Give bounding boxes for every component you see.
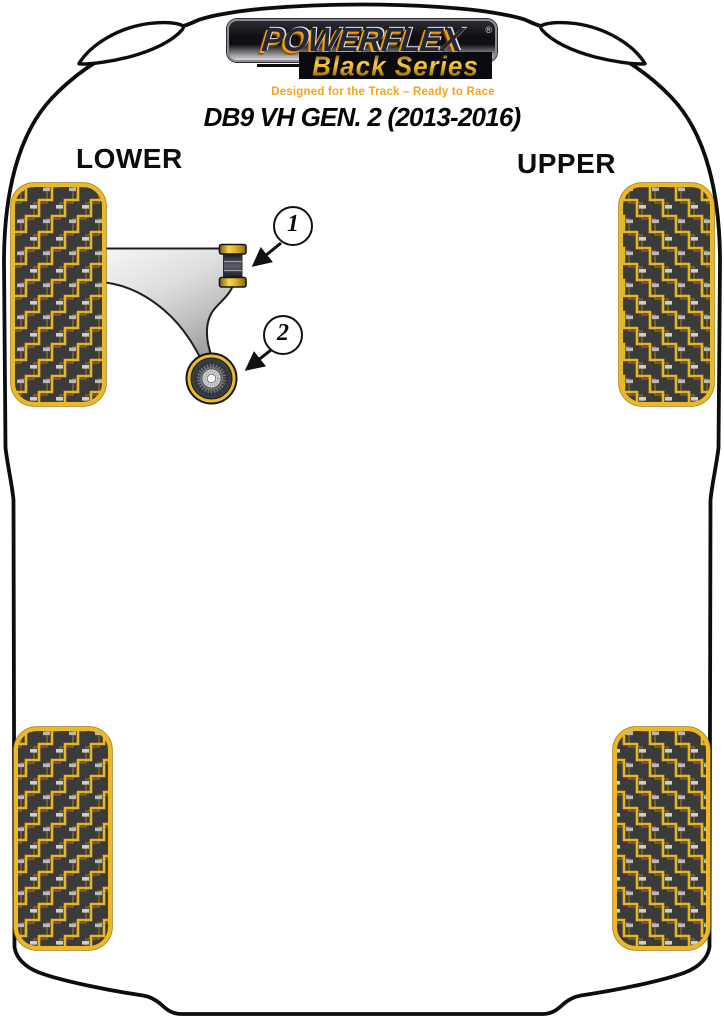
callout-1: 1 xyxy=(273,206,313,246)
brand-tagline: Designed for the Track – Ready to Race xyxy=(271,86,495,98)
bushing-1-illustration xyxy=(218,243,247,288)
callout-2-number: 2 xyxy=(277,320,289,346)
tire-rear-right xyxy=(612,726,711,951)
bushing-2-illustration xyxy=(185,352,238,405)
tire-rear-left xyxy=(13,726,113,951)
a-pillar-curve-left xyxy=(77,20,185,66)
tire-front-right xyxy=(618,182,715,407)
callout-2: 2 xyxy=(263,315,303,355)
a-pillar-curve-right xyxy=(539,20,647,66)
callout-1-number: 1 xyxy=(287,211,299,237)
tire-front-left xyxy=(10,182,107,407)
callout-2-arrow xyxy=(244,348,272,371)
callout-1-arrow xyxy=(251,241,282,267)
vehicle-title: DB9 VH GEN. 2 (2013-2016) xyxy=(203,102,522,132)
black-series-banner: Black Series xyxy=(257,49,492,82)
section-label-lower: LOWER xyxy=(76,143,183,174)
registered-trademark-symbol: ® xyxy=(485,25,492,35)
section-label-upper: UPPER xyxy=(517,148,616,179)
black-series-label: Black Series xyxy=(312,49,479,82)
